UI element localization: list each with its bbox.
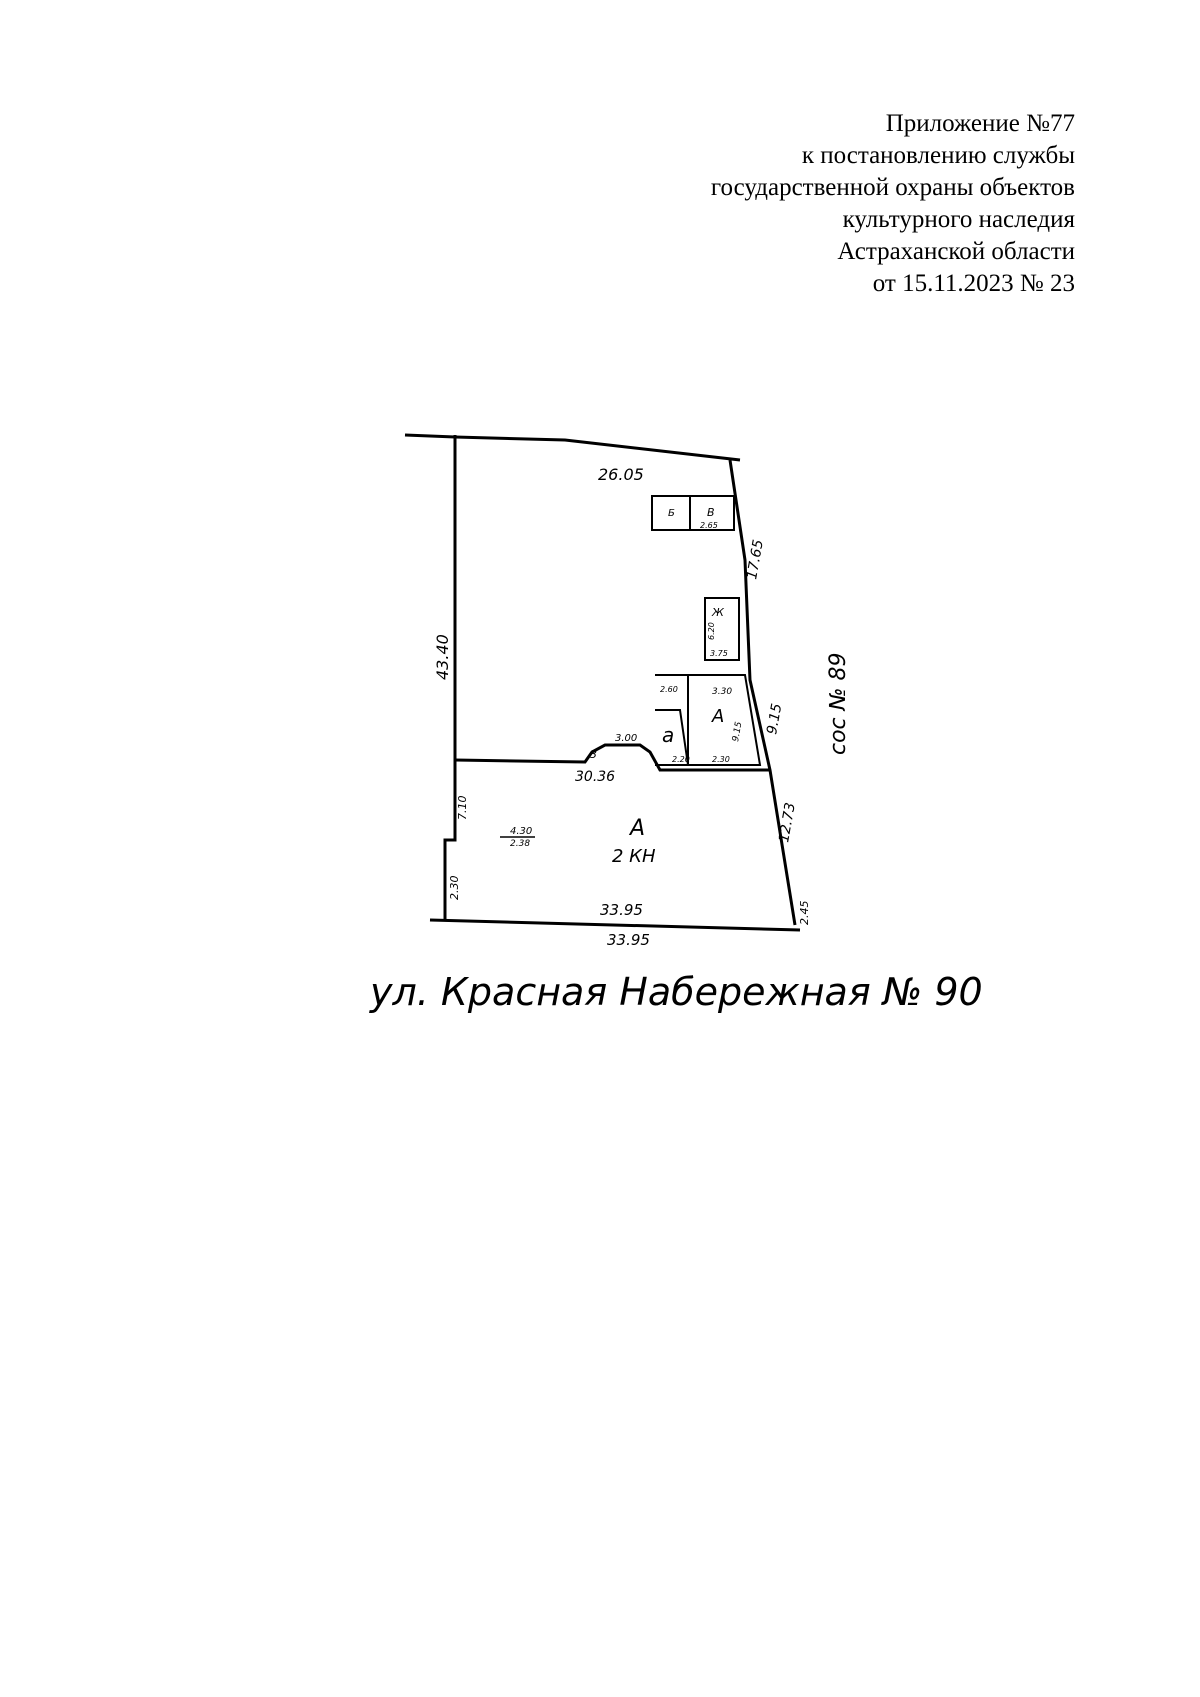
document-date-number: от 15.11.2023 № 23 — [872, 270, 1075, 297]
dim-annex-left: 2.60 — [660, 685, 678, 694]
dim-shed-v: 2.65 — [700, 521, 718, 530]
shed-zh — [704, 597, 740, 661]
neighbor-label: сос № 89 — [826, 652, 851, 755]
annex-letter: А — [711, 706, 724, 727]
dim-middle-boundary: 30.36 — [575, 769, 615, 785]
dim-left-lower-bottom: 2.30 — [448, 876, 461, 901]
dim-top: 26.05 — [598, 465, 644, 484]
annex-a — [655, 674, 762, 766]
lower-left-boundary — [443, 760, 457, 920]
dim-annex-right: 9.15 — [731, 721, 744, 743]
dim-arch-side: 3 — [590, 748, 597, 761]
shed-v — [689, 495, 735, 531]
shed-zh-letter: Ж — [711, 606, 725, 619]
dim-bottom-outer: 33.95 — [607, 931, 650, 949]
document-header: Приложение №77 к постановлению службы го… — [555, 108, 1075, 300]
dim-right-middle: 9.15 — [764, 702, 785, 736]
dim-shed-zh-bottom: 3.75 — [710, 649, 728, 658]
annex-a-small — [655, 709, 689, 766]
bottom-boundary-line — [429, 918, 801, 932]
dim-left-lower-upper: 7.10 — [456, 796, 469, 821]
dim-annex-top: 3.30 — [712, 687, 732, 697]
dim-annex-bottom-left: 2.20 — [672, 755, 690, 764]
shed-v-letter: В — [707, 506, 715, 519]
header-line-4: культурного наследия — [842, 206, 1075, 233]
header-line-2: к постановлению службы — [801, 142, 1075, 169]
middle-boundary-line — [454, 743, 770, 772]
dim-right-lower: 12.73 — [776, 801, 799, 843]
dim-left: 43.40 — [433, 634, 452, 680]
dim-annex-bottom: 2.30 — [712, 755, 730, 764]
shed-b-letter: Б — [668, 508, 675, 519]
appendix-number: Приложение №77 — [885, 110, 1075, 137]
main-building-floors: 2 КН — [612, 846, 656, 867]
dim-right-bottom: 2.45 — [798, 901, 811, 926]
header-line-5: Астраханской области — [837, 238, 1075, 265]
small-structure-dim-2: 2.38 — [510, 839, 530, 849]
dim-arch: 3.00 — [615, 733, 637, 744]
right-boundary-line — [728, 459, 797, 926]
annex-small-a: а — [662, 723, 674, 747]
dim-bottom-inner: 33.95 — [600, 901, 643, 919]
outbuildings — [651, 495, 762, 766]
top-boundary-line — [404, 433, 741, 462]
street-caption: ул. Красная Набережная № 90 — [369, 970, 983, 1014]
plot-boundary — [404, 433, 801, 932]
site-plan-diagram: 26.05 43.40 17.65 9.15 12.73 2.45 30.36 … — [369, 433, 983, 1014]
dim-shed-zh-side: 6.20 — [707, 622, 716, 640]
dim-right-upper: 17.65 — [744, 538, 767, 580]
main-building-letter: А — [628, 816, 645, 841]
header-line-3: государственной охраны объектов — [710, 174, 1075, 201]
small-structure-dim: 4.30 — [510, 826, 532, 837]
